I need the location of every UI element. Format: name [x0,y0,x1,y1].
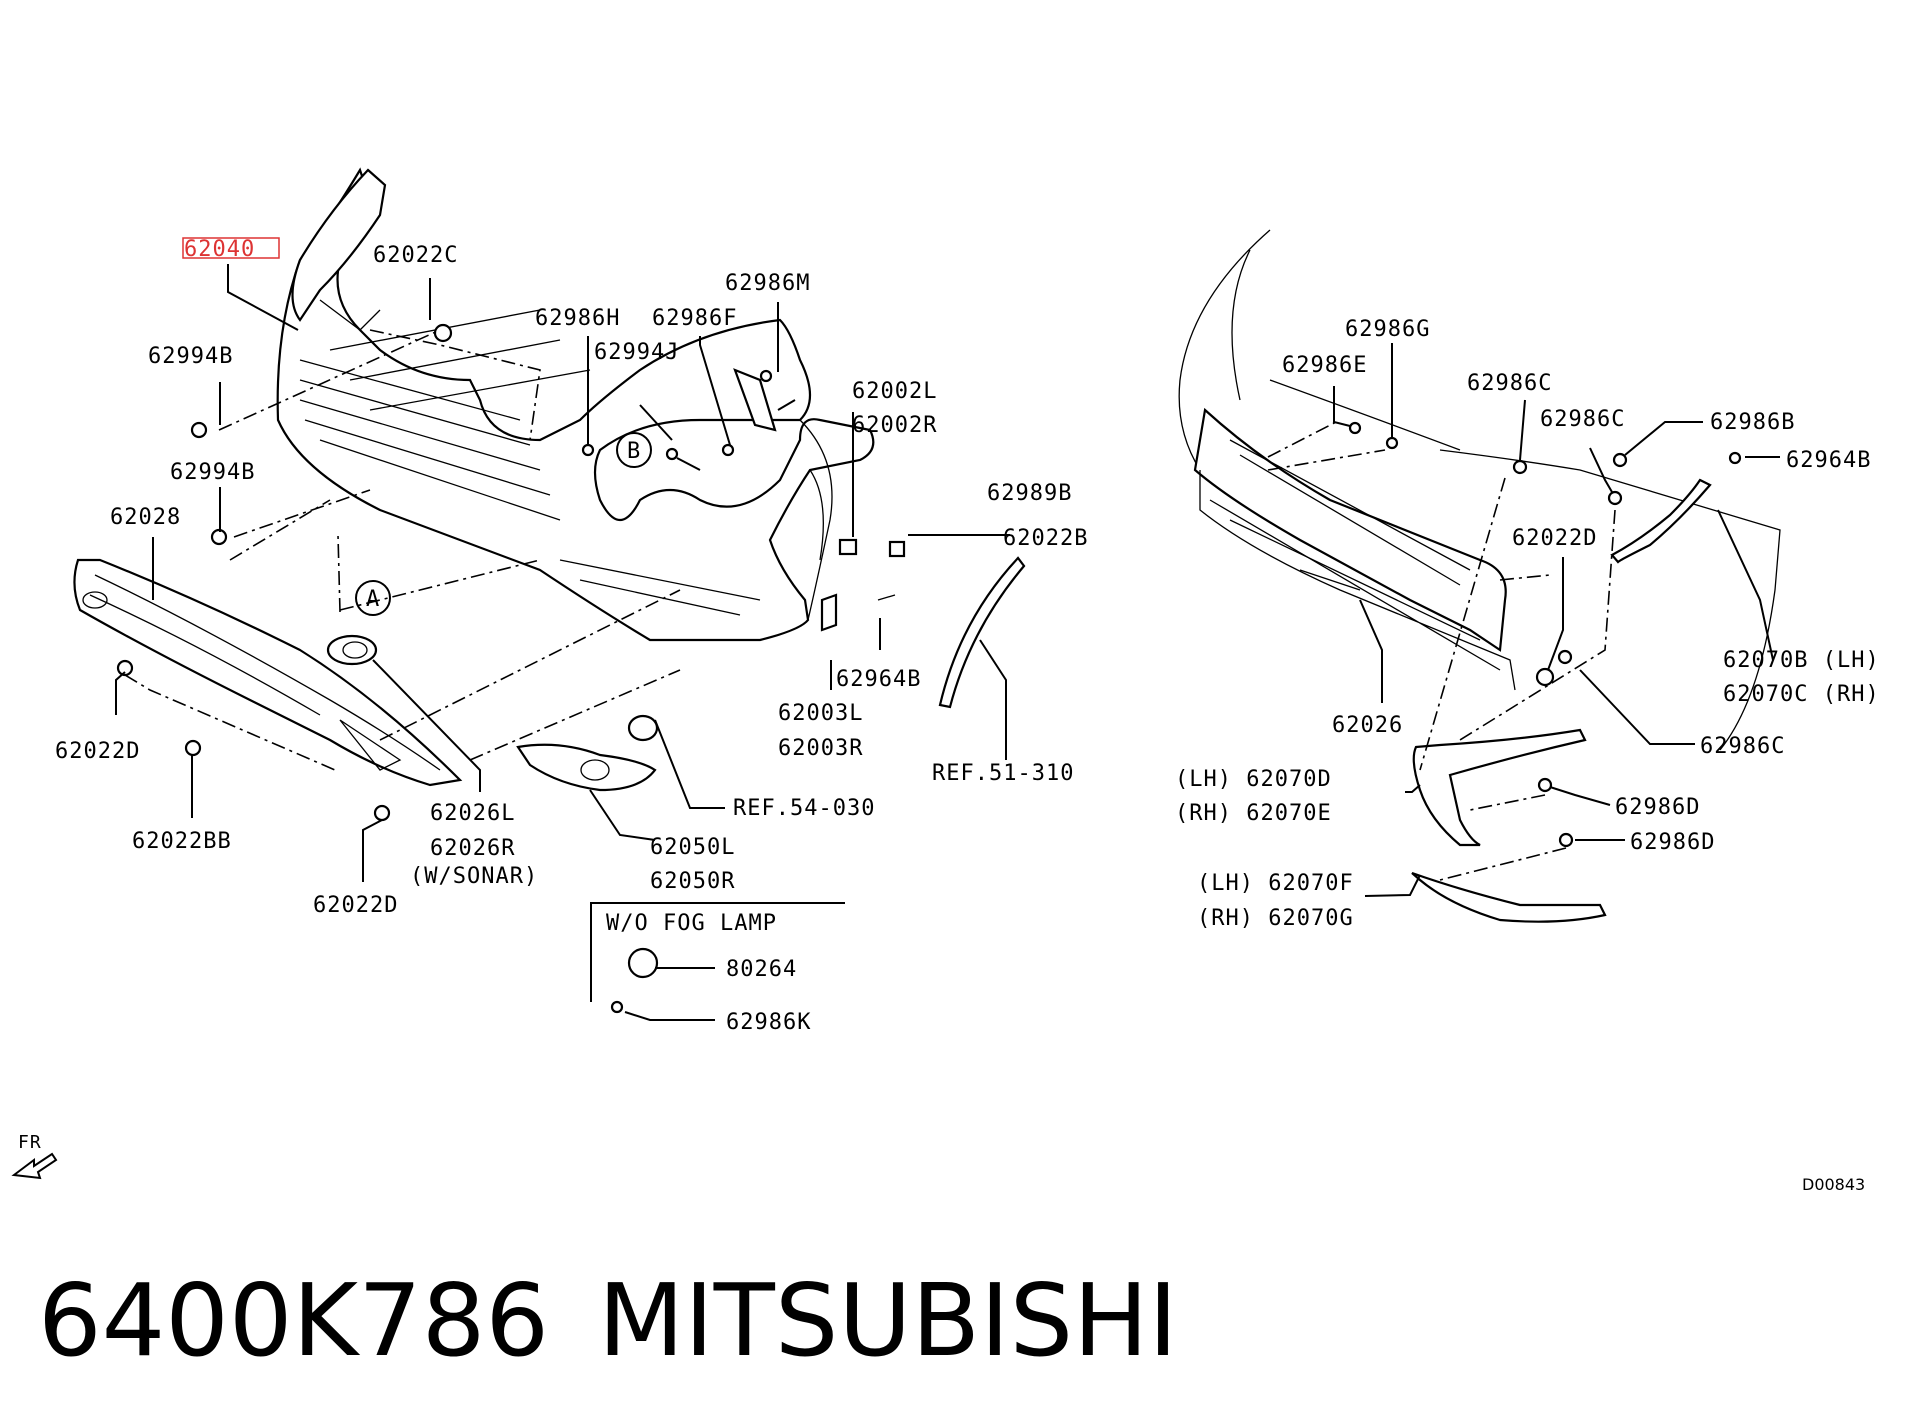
clips [733,368,906,632]
trim-62070F [1411,871,1607,923]
callout: 62028 [110,505,181,530]
callout: (RH) 62070E [1175,801,1332,826]
callout: 62026L [430,801,515,826]
callout-labels: 62040 62022C 62986M 62986H 62986F 62994J… [18,237,1880,1379]
dashed-leaders-right [1267,419,1616,881]
callout: 62022D [1512,526,1597,551]
callout: 62986C [1467,371,1552,396]
callout: 62994B [170,460,255,485]
fasteners-right [1348,421,1742,848]
marker-B [616,432,652,468]
fog-lamp-cover-62050 [516,743,657,792]
callout: 80264 [726,957,797,982]
highlight-box-62040 [182,237,280,259]
trim-62070B [1610,478,1712,564]
marker-A-label: A [366,587,380,612]
box-title-wo-fog-lamp: W/O FOG LAMP [606,911,777,936]
callout: 62050L [650,835,735,860]
callout: 62986K [726,1010,811,1035]
callout: 62994B [148,344,233,369]
callout: 62989B [987,481,1072,506]
callout-62040: 62040 [184,237,255,262]
callout: 62994J [594,340,679,365]
callout: 62070B (LH) [1723,648,1880,673]
caption-part-number: 6400K786 [38,1262,549,1379]
leaders-left [115,264,1010,1021]
callout: REF.54-030 [733,796,875,821]
marker-A [355,580,391,616]
callout: 62002R [852,413,937,438]
direction-label: FR [18,1132,42,1153]
callout: (LH) 62070D [1175,767,1332,792]
callout: REF.51-310 [932,761,1074,786]
callout: 62002L [852,379,937,404]
bumper-face-drawing [276,167,875,642]
callout: 62022B [1003,526,1088,551]
wheel-arch-ref [938,556,1026,709]
callout: 62986D [1615,795,1700,820]
callout: 62986C [1540,407,1625,432]
callout: 62026R [430,836,515,861]
fr-arrow-icon [11,1152,58,1180]
fog-lamp-ref [627,714,659,742]
caption-brand: MITSUBISHI [598,1262,1178,1379]
callout: (W/SONAR) [410,864,538,889]
diagram-code: D00843 [1802,1175,1865,1194]
callout: 62964B [836,667,921,692]
callout: 62070C (RH) [1723,682,1880,707]
callout: 62026 [1332,713,1403,738]
callout: 62986F [652,306,737,331]
grille-assembly-drawing [1178,229,1781,751]
callout: (LH) 62070F [1197,871,1354,896]
sonar-bezel-62026 [326,634,378,666]
callout: 62050R [650,869,735,894]
lower-grille-62028 [73,558,463,787]
callout: 62986D [1630,830,1715,855]
callout: 62022D [55,739,140,764]
callout: 62022C [373,243,458,268]
callout: 62003R [778,736,863,761]
callout: 62986E [1282,353,1367,378]
callout: 62003L [778,701,863,726]
marker-B-label: B [627,439,641,464]
callout: 62022BB [132,829,232,854]
dashed-leaders-left [124,329,681,771]
callout: (RH) 62070G [1197,906,1354,931]
callout: 62986C [1700,734,1785,759]
callout: 62986H [535,306,620,331]
callout: 62986M [725,271,810,296]
leaders-right [1333,343,1780,897]
trim-62070D [1412,728,1587,847]
callout: 62022D [313,893,398,918]
callout: 62964B [1786,448,1871,473]
callout: 62986G [1345,317,1430,342]
callout: 62986B [1710,410,1795,435]
